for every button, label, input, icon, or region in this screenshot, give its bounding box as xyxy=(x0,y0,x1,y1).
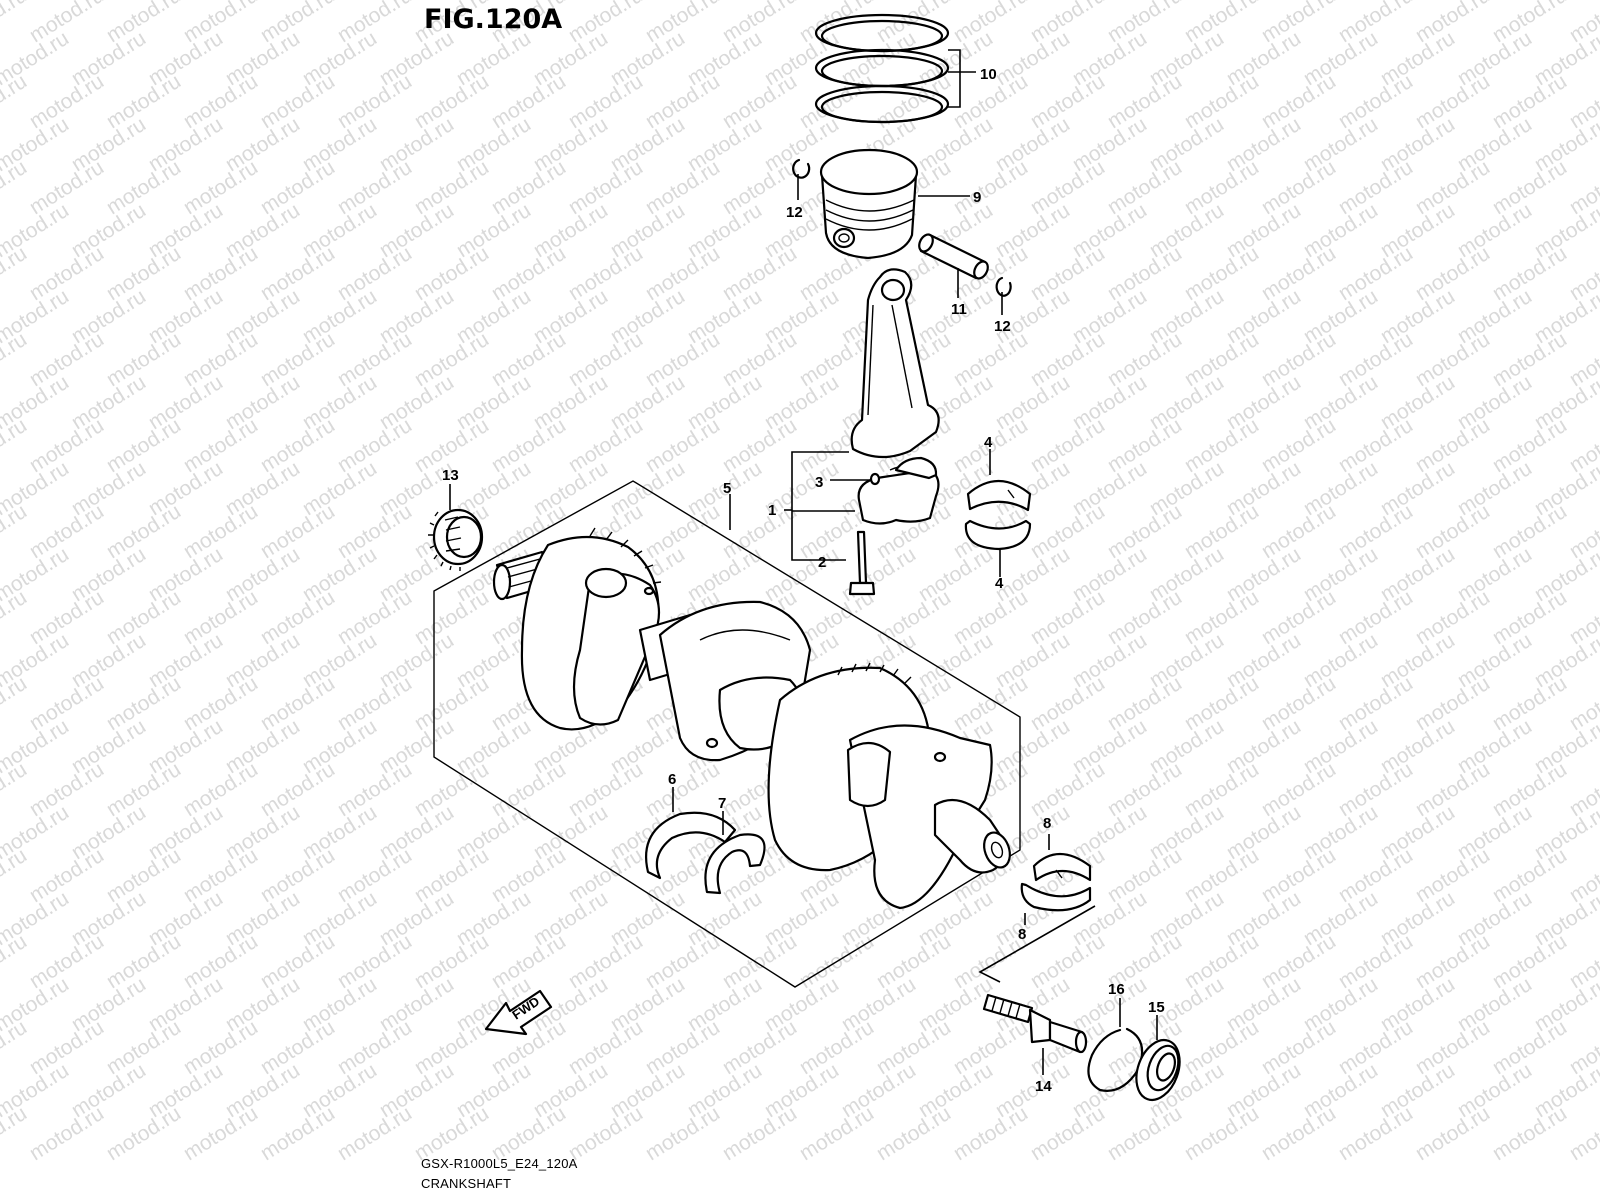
model-code: GSX-R1000L5_E24_120A xyxy=(421,1156,578,1171)
watermark-text: motod.ru xyxy=(1180,1102,1262,1165)
diagram-name: CRANKSHAFT xyxy=(421,1176,511,1191)
watermark-text: motod.ru xyxy=(0,1102,31,1165)
crankshaft[interactable] xyxy=(492,527,1014,910)
watermark-text: motod.ru xyxy=(0,414,31,477)
watermark-text: motod.ru xyxy=(256,1102,338,1165)
watermark-text: motod.ru xyxy=(1411,1102,1493,1165)
piston[interactable] xyxy=(819,148,919,260)
watermark-text: motod.ru xyxy=(949,1102,1031,1165)
watermark-text: motod.ru xyxy=(1103,1102,1185,1165)
watermark-text: motod.ru xyxy=(872,1102,954,1165)
watermark-text: motod.ru xyxy=(0,156,31,219)
watermark-text: motod.ru xyxy=(0,0,31,47)
circlip-16[interactable] xyxy=(1087,1027,1144,1092)
callout-3[interactable]: 3 xyxy=(815,474,823,491)
callout-4-top[interactable]: 4 xyxy=(984,434,993,451)
callout-1[interactable]: 1 xyxy=(768,502,776,519)
callout-5[interactable]: 5 xyxy=(723,480,731,497)
watermark-text: motod.ru xyxy=(0,844,31,907)
bolt-14[interactable] xyxy=(982,993,1088,1054)
callout-7[interactable]: 7 xyxy=(718,795,726,812)
connecting-rod[interactable] xyxy=(850,268,940,525)
callout-11[interactable]: 11 xyxy=(951,301,967,318)
con-rod-bearings[interactable] xyxy=(964,480,1032,551)
watermark-text: motod.ru xyxy=(1488,1102,1570,1165)
callout-8-bottom[interactable]: 8 xyxy=(1018,926,1026,943)
callouts: 10 9 12 11 12 4 3 5 13 1 2 4 6 7 8 8 16 … xyxy=(442,66,1165,1095)
crankshaft-box xyxy=(433,480,1021,988)
callout-10[interactable]: 10 xyxy=(980,66,997,83)
piston-pin[interactable] xyxy=(916,232,990,281)
watermark-text: motod.ru xyxy=(718,1102,800,1165)
watermark-text: motod.ru xyxy=(795,1102,877,1165)
thrust-bearing-7[interactable] xyxy=(704,833,766,895)
callout-12-right[interactable]: 12 xyxy=(994,318,1011,335)
watermark-text: motod.ru xyxy=(179,1102,261,1165)
watermark-text: motod.ru xyxy=(1334,1102,1416,1165)
watermark-text: motod.ru xyxy=(0,586,31,649)
watermark-text: motod.ru xyxy=(333,1102,415,1165)
callout-16[interactable]: 16 xyxy=(1108,981,1125,998)
callout-4-bottom[interactable]: 4 xyxy=(995,575,1004,592)
figure-title: FIG.120A xyxy=(424,4,562,35)
watermark-text: motod.ru xyxy=(25,1102,107,1165)
callout-12-left[interactable]: 12 xyxy=(786,204,803,221)
con-rod-bolt[interactable] xyxy=(848,530,876,596)
watermark-text: motod.ru xyxy=(1257,1102,1339,1165)
watermark-text: motod.ru xyxy=(0,672,31,735)
callout-14[interactable]: 14 xyxy=(1035,1078,1052,1095)
watermark-text: motod.ru xyxy=(0,1016,31,1079)
callout-15[interactable]: 15 xyxy=(1148,999,1165,1016)
watermark-text: motod.ru xyxy=(0,500,31,563)
circlip-right[interactable] xyxy=(995,276,1012,297)
watermark-text: motod.ru xyxy=(0,328,31,391)
watermark-text: motod.ru xyxy=(1565,1102,1600,1165)
watermark-text: motod.ru xyxy=(0,70,31,133)
oil-seal[interactable] xyxy=(1129,1034,1188,1106)
leader-lines xyxy=(449,49,1158,1075)
callout-9[interactable]: 9 xyxy=(973,189,981,206)
callout-6[interactable]: 6 xyxy=(668,771,676,788)
watermark-text: motod.ru xyxy=(102,1102,184,1165)
watermark-text: motod.ru xyxy=(0,242,31,305)
watermark-text: motod.ru xyxy=(641,1102,723,1165)
callout-2[interactable]: 2 xyxy=(818,554,826,571)
callout-8-top[interactable]: 8 xyxy=(1043,815,1051,832)
watermark-text: motod.ru xyxy=(0,758,31,821)
watermark-text: motod.ru xyxy=(1026,1102,1108,1165)
watermark-text: motod.ru xyxy=(0,930,31,993)
crank-bearings[interactable] xyxy=(1020,853,1092,912)
callout-13[interactable]: 13 xyxy=(442,467,459,484)
piston-rings[interactable] xyxy=(814,13,950,124)
thrust-bearing-6[interactable] xyxy=(645,811,737,880)
crank-gear[interactable] xyxy=(428,508,484,571)
